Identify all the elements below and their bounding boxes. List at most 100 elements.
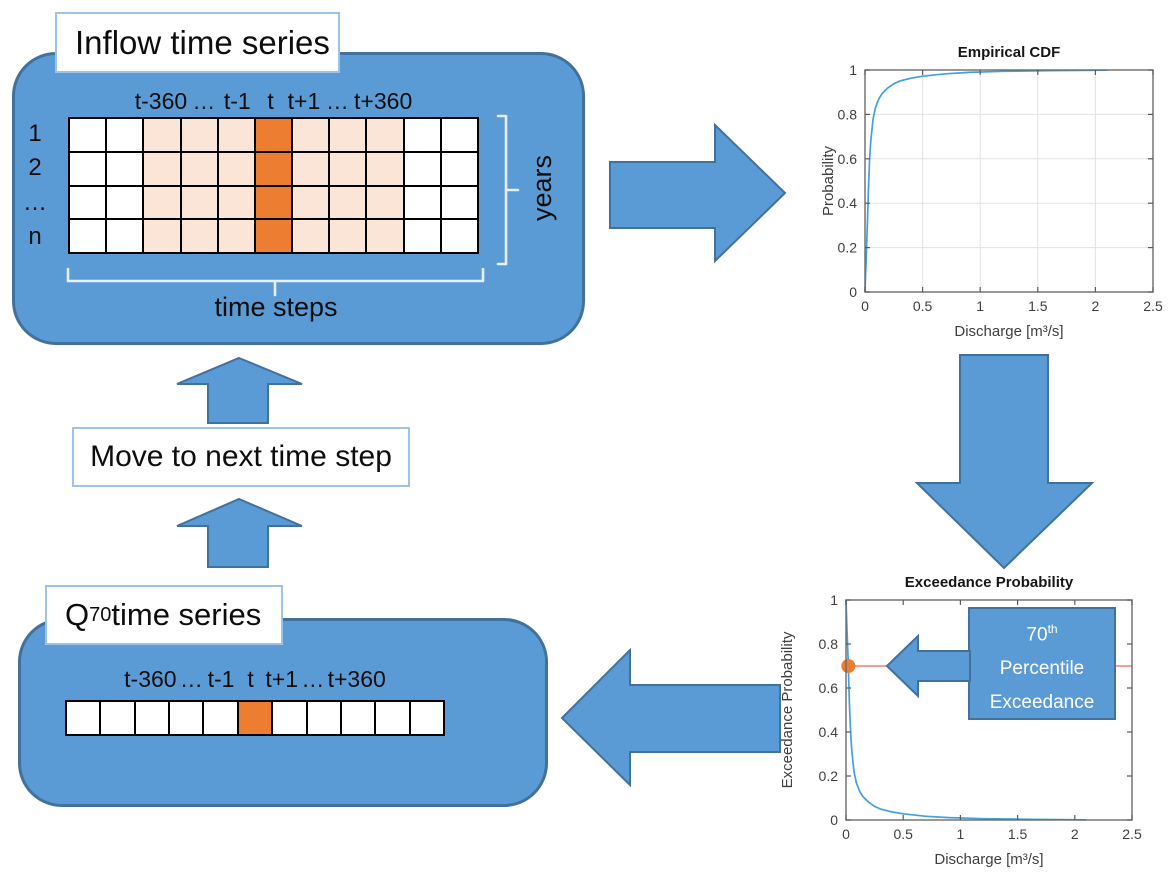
grid-cell <box>70 220 106 252</box>
grid-cell <box>204 702 237 734</box>
years-brace <box>496 114 520 266</box>
column-header: t+1 <box>265 666 299 692</box>
grid-cell-window <box>330 152 366 185</box>
column-header: t+360 <box>327 666 386 692</box>
grid-cell <box>67 702 100 734</box>
grid-cell <box>376 702 409 734</box>
grid-cell <box>341 702 375 734</box>
grid-cell-window <box>293 186 329 219</box>
percentile-marker-dot <box>841 659 856 673</box>
column-header: t-360 <box>134 88 188 114</box>
grid-cell-window <box>181 152 217 185</box>
grid-cell-current-t <box>238 702 272 734</box>
column-header: t-360 <box>124 666 177 692</box>
grid-cell <box>441 220 477 252</box>
grid-cell-window <box>330 220 366 252</box>
column-header: … <box>325 88 349 114</box>
grid-cell-window <box>144 220 180 252</box>
grid-cell-window <box>144 186 180 219</box>
grid-cell-window <box>144 119 180 151</box>
grid-cell <box>441 152 477 185</box>
grid-cell <box>307 702 340 734</box>
grid-cell <box>70 186 106 219</box>
x-tick-label: 1.5 <box>1028 298 1048 314</box>
x-tick-label: 2 <box>1071 826 1079 842</box>
y-tick-label: 0.4 <box>819 724 839 740</box>
grid-cell-window <box>330 119 366 151</box>
axes-box <box>845 599 1133 821</box>
grid-cell-window <box>293 152 329 185</box>
x-tick-label: 1 <box>957 826 965 842</box>
grid-cell <box>107 220 143 252</box>
y-tick-label: 0.8 <box>838 106 858 122</box>
grid-cell <box>107 119 143 151</box>
grid-cell-current-t <box>255 119 292 151</box>
grid-cell <box>410 702 443 734</box>
column-header: t+1 <box>287 88 321 114</box>
y-axis-label: Exceedance Probability <box>779 631 796 788</box>
y-tick-label: 0.8 <box>819 636 839 652</box>
data-series-line <box>845 599 1087 821</box>
grid-cell-current-t <box>255 186 292 219</box>
grid-cell-current-t <box>255 220 292 252</box>
axes-box <box>864 69 1154 293</box>
grid-cell-window <box>367 119 403 151</box>
grid-cell <box>170 702 203 734</box>
column-header: t <box>247 666 254 692</box>
x-tick-label: 0 <box>861 298 869 314</box>
time-steps-brace-label: time steps <box>214 292 338 322</box>
grid-cell <box>135 702 169 734</box>
grid-cell-window <box>293 220 329 252</box>
grid-cell-window <box>367 152 403 185</box>
column-header: … <box>179 666 203 692</box>
inflow-panel-title: Inflow time series <box>55 12 340 73</box>
x-tick-label: 2 <box>1092 298 1100 314</box>
grid-cell <box>404 152 440 185</box>
grid-cell <box>404 186 440 219</box>
y-axis-label: Probability <box>820 145 837 216</box>
grid-cell-window <box>330 186 366 219</box>
q70-title-rest: time series <box>111 597 262 632</box>
grid-cell <box>101 702 134 734</box>
y-tick-label: 0.2 <box>838 240 858 256</box>
grid-cell-window <box>218 119 254 151</box>
percentile-line1: 70th <box>1026 622 1058 646</box>
grid-cell <box>70 119 106 151</box>
y-tick-label: 0.2 <box>819 768 839 784</box>
x-tick-label: 2.5 <box>1143 298 1163 314</box>
grid-cell-window <box>367 186 403 219</box>
inflow-grid <box>68 117 479 254</box>
x-tick-label: 1 <box>976 298 984 314</box>
percentile-line3: Exceedance <box>989 692 1095 714</box>
grid-cell <box>107 186 143 219</box>
chart-title: Exceedance Probability <box>905 574 1074 591</box>
y-tick-label: 0 <box>849 284 857 300</box>
percentile-line2: Percentile <box>999 658 1085 680</box>
grid-cell-window <box>367 220 403 252</box>
column-header: t-1 <box>223 88 251 114</box>
column-header: … <box>301 666 325 692</box>
grid-cell-window <box>181 119 217 151</box>
grid-cell <box>404 220 440 252</box>
time-steps-brace <box>66 267 485 297</box>
y-tick-label: 0.4 <box>838 195 858 211</box>
x-tick-label: 0.5 <box>913 298 933 314</box>
grid-cell <box>441 186 477 219</box>
x-axis-label: Discharge [m³/s] <box>954 323 1063 340</box>
grid-cell-window <box>181 220 217 252</box>
q70-grid <box>65 700 445 736</box>
grid-cell-window <box>218 220 254 252</box>
row-label: … <box>23 188 47 216</box>
grid-cell <box>441 119 477 151</box>
row-label: n <box>28 222 42 250</box>
y-tick-label: 0 <box>830 812 838 828</box>
grid-cell-window <box>293 119 329 151</box>
x-tick-label: 0 <box>842 826 850 842</box>
y-tick-label: 0.6 <box>819 680 839 696</box>
grid-cell-window <box>218 152 254 185</box>
grid-cell <box>70 152 106 185</box>
